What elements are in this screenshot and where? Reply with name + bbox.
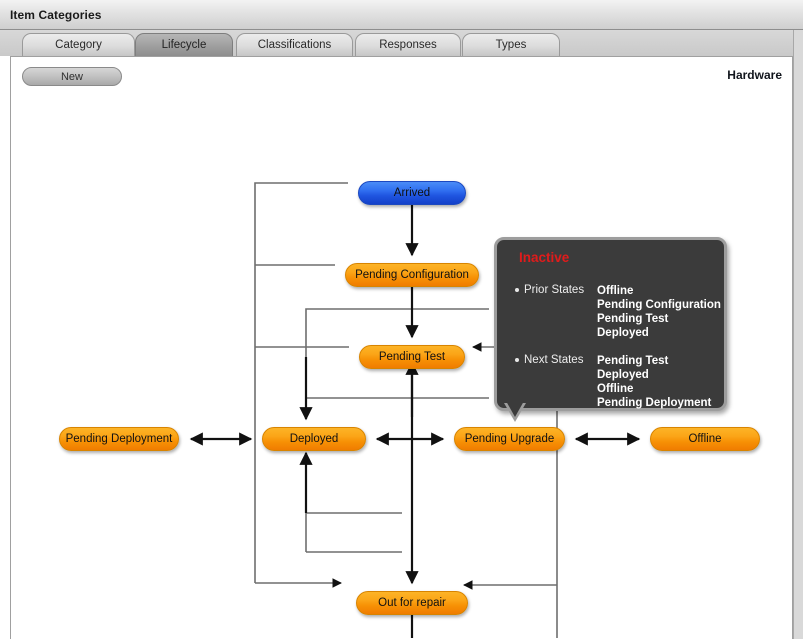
state-node-label: Pending Deployment xyxy=(66,433,173,445)
tab-category[interactable]: Category xyxy=(22,33,135,56)
state-node-deployed[interactable]: Deployed xyxy=(262,427,366,451)
state-node-label: Arrived xyxy=(394,187,430,199)
tab-label: Category xyxy=(55,39,102,51)
tab-label: Responses xyxy=(379,39,437,51)
state-node-pending-deployment[interactable]: Pending Deployment xyxy=(59,427,179,451)
tooltip-row-key: Prior States xyxy=(524,284,584,296)
tooltip-row-values: OfflinePending ConfigurationPending Test… xyxy=(597,284,721,340)
state-node-label: Out for repair xyxy=(378,597,446,609)
state-node-pending-upgrade[interactable]: Pending Upgrade xyxy=(454,427,565,451)
state-node-label: Pending Upgrade xyxy=(465,433,555,445)
tooltip-value: Pending Test xyxy=(597,354,711,368)
tooltip-value: Pending Deployment xyxy=(597,396,711,410)
tab-responses[interactable]: Responses xyxy=(355,33,461,56)
tooltip-value: Deployed xyxy=(597,326,721,340)
tab-label: Types xyxy=(496,39,527,51)
state-node-label: Pending Test xyxy=(379,351,445,363)
window-title: Item Categories xyxy=(10,8,102,22)
state-node-pending-test[interactable]: Pending Test xyxy=(359,345,465,369)
tooltip-value: Offline xyxy=(597,382,711,396)
state-tooltip: Inactive Prior StatesOfflinePending Conf… xyxy=(494,237,727,411)
tab-classifications[interactable]: Classifications xyxy=(236,33,353,56)
tooltip-tail xyxy=(506,401,524,417)
state-node-out-for-repair[interactable]: Out for repair xyxy=(356,591,468,615)
state-node-pending-configuration[interactable]: Pending Configuration xyxy=(345,263,479,287)
tooltip-row-key: Next States xyxy=(524,354,583,366)
content-panel: New Hardware xyxy=(10,56,793,639)
tab-types[interactable]: Types xyxy=(462,33,560,56)
bullet-icon xyxy=(515,288,519,292)
tab-label: Lifecycle xyxy=(162,39,207,51)
tooltip-value: Deployed xyxy=(597,368,711,382)
window-title-bar: Item Categories xyxy=(0,0,803,30)
lifecycle-diagram: ArrivedPending ConfigurationPending Test… xyxy=(11,57,792,638)
state-node-label: Deployed xyxy=(290,433,339,445)
state-node-arrived[interactable]: Arrived xyxy=(358,181,466,205)
tooltip-title: Inactive xyxy=(519,250,569,265)
state-node-label: Pending Configuration xyxy=(355,269,469,281)
tab-lifecycle[interactable]: Lifecycle xyxy=(135,33,233,56)
state-node-label: Offline xyxy=(688,433,721,445)
tooltip-value: Pending Configuration xyxy=(597,298,721,312)
tooltip-value: Pending Test xyxy=(597,312,721,326)
tooltip-row-values: Pending TestDeployedOfflinePending Deplo… xyxy=(597,354,711,410)
state-node-offline[interactable]: Offline xyxy=(650,427,760,451)
vertical-scrollbar[interactable] xyxy=(793,30,803,639)
tab-label: Classifications xyxy=(258,39,332,51)
tab-strip: Category Lifecycle Classifications Response… xyxy=(0,30,803,56)
bullet-icon xyxy=(515,358,519,362)
tooltip-value: Offline xyxy=(597,284,721,298)
